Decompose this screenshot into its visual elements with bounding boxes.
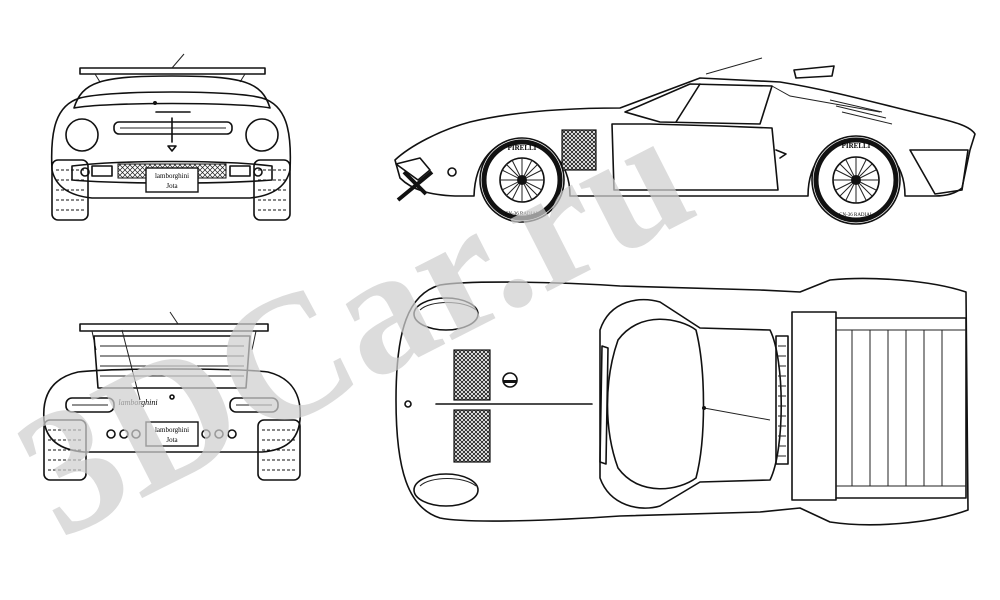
rear-wing-top bbox=[791, 311, 837, 501]
front-view: lamborghini Jota bbox=[50, 53, 292, 221]
side-view: PIRELLI CN-36 RADIAL PIRELLI CN-36 RADIA… bbox=[394, 57, 976, 225]
rear-view: lamborghini lamborghini Jota bbox=[42, 311, 302, 481]
top-view bbox=[395, 277, 969, 526]
top-headlight-right bbox=[413, 473, 479, 507]
headlight-left bbox=[65, 118, 99, 152]
hood-intake-lower bbox=[453, 409, 491, 463]
rear-plate-line2: Jota bbox=[166, 436, 178, 444]
front-plate-line1: lamborghini bbox=[155, 172, 189, 180]
cockpit-outline bbox=[599, 298, 782, 509]
front-right-tire bbox=[253, 159, 291, 221]
rear-script-badge: lamborghini bbox=[118, 398, 157, 407]
front-tire-sidewall: CN-36 RADIAL bbox=[505, 212, 539, 217]
rear-plate-line1: lamborghini bbox=[155, 426, 189, 434]
side-intake bbox=[561, 129, 597, 171]
rear-tire-brand: PIRELLI bbox=[842, 142, 871, 150]
rear-tire-sidewall: CN-36 RADIAL bbox=[839, 213, 873, 218]
side-window bbox=[624, 83, 773, 125]
door-outline bbox=[611, 123, 779, 191]
hood-intake-upper bbox=[453, 349, 491, 401]
headlight-right bbox=[245, 118, 279, 152]
rear-license-plate bbox=[145, 421, 199, 447]
top-headlight-left bbox=[413, 297, 479, 331]
front-wheel-side: PIRELLI CN-36 RADIAL bbox=[479, 137, 565, 223]
front-left-tire bbox=[51, 159, 89, 221]
taillight-right bbox=[229, 397, 279, 413]
rear-wheel-side: PIRELLI CN-36 RADIAL bbox=[811, 135, 901, 225]
front-plate-line2: Jota bbox=[166, 182, 178, 190]
windshield-top bbox=[606, 318, 705, 490]
watermark-text: 3DCar.ru bbox=[0, 71, 719, 574]
watermark: 3DCar.ru bbox=[0, 71, 719, 574]
front-tire-brand: PIRELLI bbox=[508, 144, 537, 152]
front-license-plate bbox=[145, 167, 199, 193]
taillight-left bbox=[65, 397, 115, 413]
